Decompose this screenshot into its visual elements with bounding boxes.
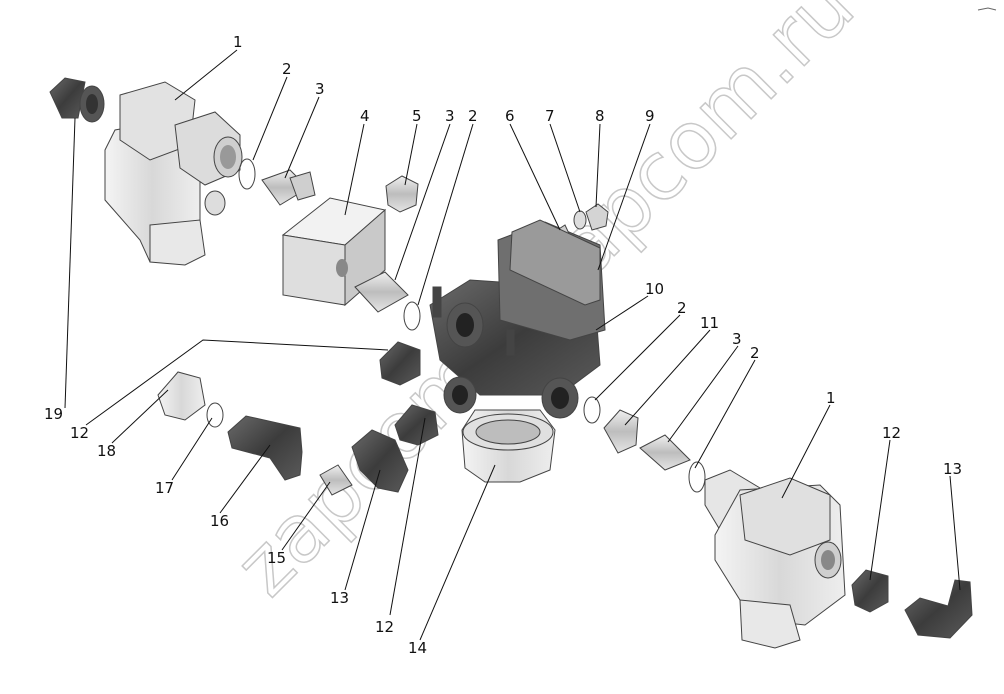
part-19-fitting bbox=[49, 77, 105, 123]
callout-labels: 1 2 3 4 5 3 2 6 7 8 9 10 2 11 3 2 1 12 1… bbox=[44, 33, 962, 657]
label-2-right-a: 2 bbox=[677, 299, 687, 317]
part-1-valve-left bbox=[104, 81, 243, 266]
part-2-oring-c bbox=[583, 396, 601, 424]
leader-lines bbox=[64, 49, 961, 641]
label-16: 16 bbox=[210, 512, 229, 530]
label-13-right: 13 bbox=[943, 460, 962, 478]
part-16-tee bbox=[227, 415, 303, 481]
label-11: 11 bbox=[700, 314, 719, 332]
label-14: 14 bbox=[408, 639, 427, 657]
label-12-right: 12 bbox=[882, 424, 901, 442]
part-17-oring bbox=[206, 402, 224, 428]
label-8: 8 bbox=[595, 107, 605, 125]
part-14-filter-cap bbox=[461, 409, 556, 483]
label-15: 15 bbox=[267, 549, 286, 567]
label-4: 4 bbox=[360, 107, 370, 125]
part-11-adapter bbox=[603, 409, 639, 454]
label-7: 7 bbox=[545, 107, 555, 125]
part-5-plug bbox=[385, 175, 419, 213]
label-1-top: 1 bbox=[233, 33, 243, 51]
label-12-bottom: 12 bbox=[375, 618, 394, 636]
label-3-top-b: 3 bbox=[445, 107, 455, 125]
label-6: 6 bbox=[505, 107, 515, 125]
part-2-oring-b bbox=[403, 301, 421, 331]
part-13-elbow-b bbox=[904, 579, 973, 639]
part-3-nipple-b bbox=[354, 271, 409, 313]
label-1-right: 1 bbox=[826, 389, 836, 407]
part-7-washer bbox=[573, 210, 587, 230]
part-9-bracket bbox=[509, 219, 601, 306]
label-10: 10 bbox=[645, 280, 664, 298]
part-12-fitting-b bbox=[394, 404, 439, 446]
part-18-coupling bbox=[157, 371, 206, 421]
part-3-nipple-c bbox=[639, 434, 691, 471]
label-2-top-a: 2 bbox=[282, 60, 292, 78]
part-4-block bbox=[281, 197, 387, 307]
part-12-fitting-c bbox=[851, 569, 889, 613]
label-2-right-b: 2 bbox=[750, 344, 760, 362]
part-13-elbow-a bbox=[351, 429, 409, 493]
label-12-left: 12 bbox=[70, 424, 89, 442]
label-19: 19 bbox=[44, 405, 63, 423]
part-15-nipple bbox=[319, 464, 353, 496]
label-18: 18 bbox=[97, 442, 116, 460]
label-5: 5 bbox=[412, 107, 422, 125]
label-3-right: 3 bbox=[732, 330, 742, 348]
part-2-oring-d bbox=[688, 461, 706, 493]
label-13-bottom: 13 bbox=[330, 589, 349, 607]
corner-mark bbox=[977, 7, 997, 11]
part-3-nipple-a bbox=[261, 169, 316, 206]
part-1-valve-right bbox=[704, 469, 846, 649]
part-12-fitting-a bbox=[379, 341, 421, 386]
label-17: 17 bbox=[155, 479, 174, 497]
label-3-top-a: 3 bbox=[315, 80, 325, 98]
part-2-oring-a bbox=[238, 158, 256, 190]
label-9: 9 bbox=[645, 107, 655, 125]
label-2-top-b: 2 bbox=[468, 107, 478, 125]
